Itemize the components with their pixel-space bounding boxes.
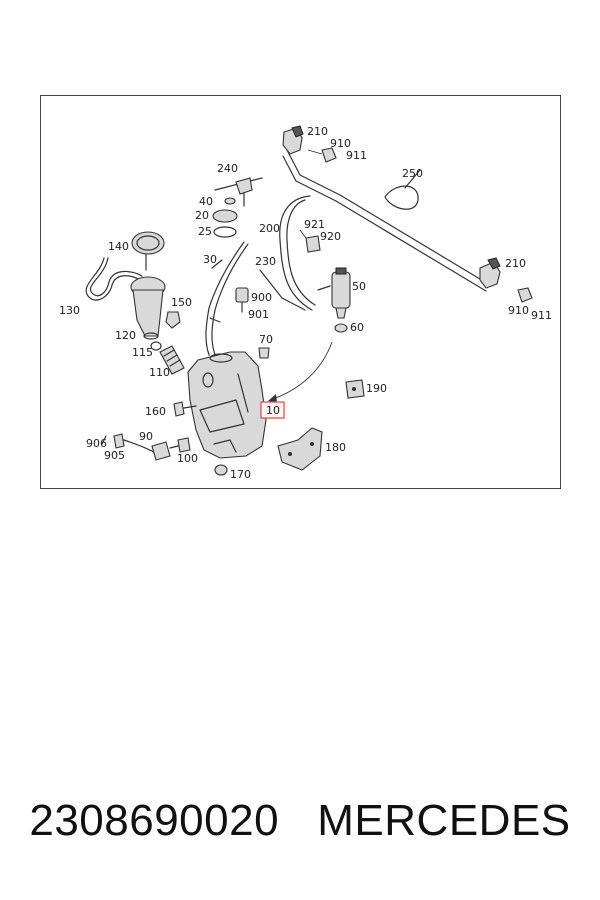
- washer-reservoir: [187, 351, 267, 459]
- bolt-160: [173, 401, 197, 417]
- callout-190: 190: [366, 382, 387, 395]
- washer-pump-50: [317, 267, 351, 319]
- funnel-120: [130, 276, 166, 340]
- hose-clamp-250: [384, 169, 421, 210]
- callout-160: 160: [145, 405, 166, 418]
- nut-150: [165, 311, 181, 329]
- callout-130: 130: [59, 304, 80, 317]
- callout-50: 50: [352, 280, 366, 293]
- drain-hose-130: [85, 257, 143, 301]
- callout-250: 250: [402, 167, 423, 180]
- brand-name: MERCEDES: [317, 796, 571, 845]
- connector-230: [235, 269, 306, 313]
- callout-911-top: 911: [346, 149, 367, 162]
- seal-ring-40: [224, 197, 236, 205]
- washer-hose-200: [279, 195, 316, 311]
- o-ring-25: [213, 226, 237, 238]
- washer-hose-bar: [282, 149, 491, 292]
- part-number: 2308690020: [29, 796, 280, 845]
- callout-200: 200: [259, 222, 280, 235]
- callout-10: 10: [266, 404, 280, 417]
- callout-920: 920: [320, 230, 341, 243]
- callout-240: 240: [217, 162, 238, 175]
- filler-cap-240: [214, 177, 263, 207]
- spray-nozzle-top: [282, 125, 304, 155]
- spray-nozzle-right: [479, 257, 533, 303]
- callout-180: 180: [325, 441, 346, 454]
- callout-100: 100: [177, 452, 198, 465]
- plug-906: [101, 435, 107, 445]
- callout-905: 905: [104, 449, 125, 462]
- callout-70: 70: [259, 333, 273, 346]
- filler-neck-140: [131, 231, 165, 271]
- callout-40: 40: [199, 195, 213, 208]
- ring-115: [150, 341, 162, 351]
- callout-906: 906: [86, 437, 107, 450]
- callout-115: 115: [132, 346, 153, 359]
- check-valve-920: [299, 229, 321, 253]
- sensor-905-90: [113, 433, 179, 461]
- callout-25: 25: [198, 225, 212, 238]
- nozzle-clip-910: [307, 147, 337, 163]
- callout-140: 140: [108, 240, 129, 253]
- filter-110: [159, 345, 185, 375]
- drain-cap-170: [214, 464, 228, 476]
- callout-90: 90: [139, 430, 153, 443]
- callout-210-right: 210: [505, 257, 526, 270]
- callout-901: 901: [248, 308, 269, 321]
- grommet-60: [334, 323, 348, 333]
- bracket-180: [277, 427, 323, 471]
- grommet-70: [258, 347, 270, 359]
- seal-100: [177, 437, 191, 453]
- callout-210-top: 210: [307, 125, 328, 138]
- part-caption: 2308690020 MERCEDES: [0, 796, 600, 846]
- callout-170: 170: [230, 468, 251, 481]
- callout-900: 900: [251, 291, 272, 304]
- callout-120: 120: [115, 329, 136, 342]
- callout-150: 150: [171, 296, 192, 309]
- callout-60: 60: [350, 321, 364, 334]
- bracket-190: [345, 379, 365, 399]
- assembly-arrow: [268, 341, 333, 403]
- callout-110: 110: [149, 366, 170, 379]
- callout-921: 921: [304, 218, 325, 231]
- cap-20: [212, 209, 238, 223]
- hose-30: [205, 241, 249, 356]
- callout-910-top: 910: [330, 137, 351, 150]
- callout-230: 230: [255, 255, 276, 268]
- highlight-box: [260, 401, 285, 419]
- callout-910-right: 910: [508, 304, 529, 317]
- callout-30: 30: [203, 253, 217, 266]
- callout-20: 20: [195, 209, 209, 222]
- callout-911-right: 911: [531, 309, 552, 322]
